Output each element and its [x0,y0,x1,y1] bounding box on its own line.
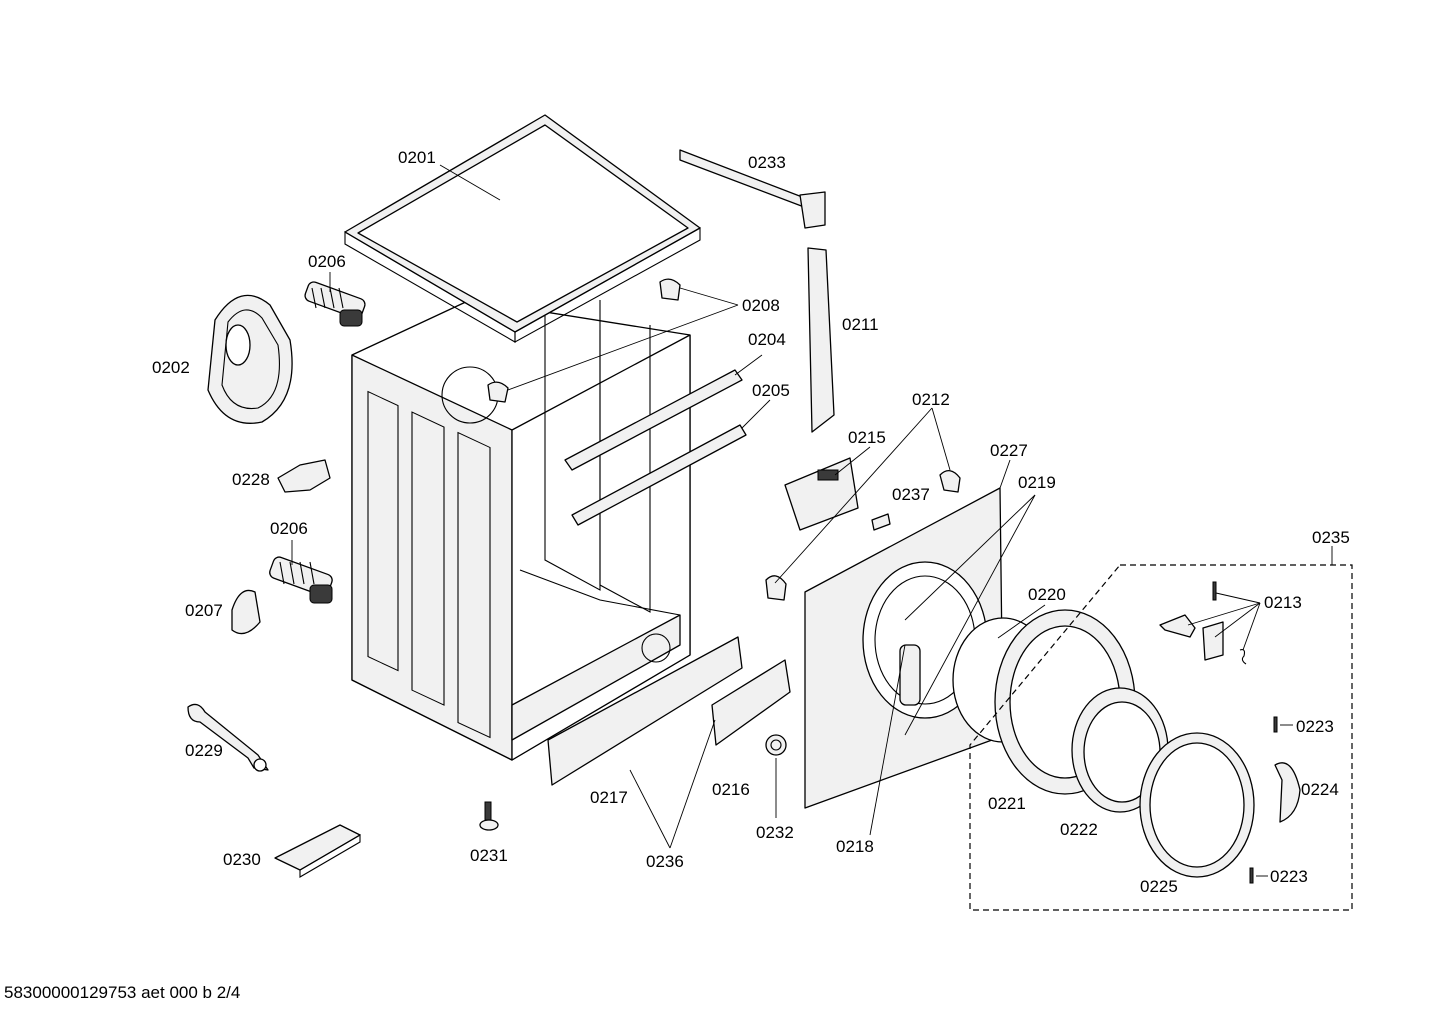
label-0219: 0219 [1018,473,1056,492]
label-0202: 0202 [152,358,190,377]
label-0208: 0208 [742,296,780,315]
door-lock [784,457,859,531]
transport-plate [274,824,361,878]
small-part-0237 [871,513,891,531]
label-0237: 0237 [892,485,930,504]
label-0215: 0215 [848,428,886,447]
clips-0212 [765,470,961,601]
label-0206-upper: 0206 [308,252,346,271]
label-0224: 0224 [1301,780,1339,799]
bracket [231,589,261,635]
clips-0208 [487,278,681,403]
knob [765,734,787,756]
rails [564,369,747,526]
leader-lines [291,164,1333,877]
door-handle [1274,762,1301,823]
label-0204: 0204 [748,330,786,349]
label-0227: 0227 [990,441,1028,460]
label-0231: 0231 [470,846,508,865]
label-0218: 0218 [836,837,874,856]
label-0228: 0228 [232,470,270,489]
label-0216: 0216 [712,780,750,799]
label-0233: 0233 [748,153,786,172]
label-0236: 0236 [646,852,684,871]
top-lid [344,114,701,343]
wrench [187,703,269,772]
door-outer-ring [1139,732,1255,878]
label-0223-upper: 0223 [1296,717,1334,736]
label-0217: 0217 [590,788,628,807]
vertical-rail [807,247,835,433]
label-0235: 0235 [1312,528,1350,547]
clip [277,459,331,493]
label-0223-lower: 0223 [1270,867,1308,886]
damper-upper [304,281,366,327]
label-0211: 0211 [842,315,879,334]
hinge-parts [1159,581,1247,665]
label-0201: 0201 [398,148,436,167]
label-0222: 0222 [1060,820,1098,839]
damper-lower [269,556,333,604]
label-0213: 0213 [1264,593,1302,612]
plinth-panels [547,636,791,786]
label-0230: 0230 [223,850,261,869]
label-0232: 0232 [756,823,794,842]
label-0212: 0212 [912,390,950,409]
label-0229: 0229 [185,741,223,760]
foot [479,801,499,831]
door-assembly-group-box [969,564,1353,911]
part-labels: 0201 0233 0206 0208 0211 0204 0202 0205 … [152,148,1350,896]
label-0205: 0205 [752,381,790,400]
label-0220: 0220 [1028,585,1066,604]
cabinet-housing [351,299,691,761]
label-0207: 0207 [185,601,223,620]
label-0221: 0221 [988,794,1026,813]
label-0225: 0225 [1140,877,1178,896]
crossbar [679,149,826,229]
pins [1249,716,1278,884]
label-0206-lower: 0206 [270,519,308,538]
rear-cover [207,294,293,424]
document-id-footer: 58300000129753 aet 000 b 2/4 [4,983,241,1002]
